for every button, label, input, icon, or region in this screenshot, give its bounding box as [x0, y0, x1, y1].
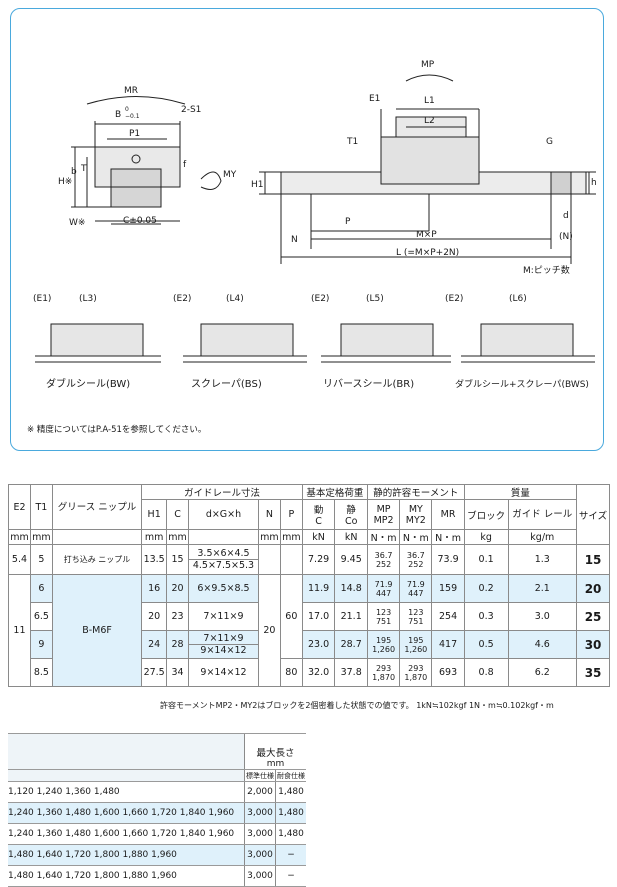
list-item: 1,240 1,360 1,480 1,600 1,660 1,720 1,84… — [8, 823, 306, 845]
group-moment: 静的許容モーメント — [366, 484, 465, 500]
l-formula-label: L (=M×P+2N) — [396, 248, 459, 258]
n-label: N — [291, 235, 298, 245]
svg-text:−0.1: −0.1 — [125, 113, 140, 120]
variant-name: リバースシール(BR) — [323, 378, 414, 390]
p-label: P — [345, 217, 351, 227]
svg-text:(E2): (E2) — [445, 294, 463, 304]
my-label: MY — [223, 170, 237, 180]
bsmall-label: b — [71, 167, 77, 177]
side-view-labels: MP E1 L1 L2 T1 H1 G h d N P M×P L (=M×P+… — [251, 60, 597, 276]
h1-label: H1 — [251, 180, 264, 190]
b-label: B — [115, 110, 121, 120]
list-item: 1,480 1,640 1,720 1,800 1,880 1,960 3,00… — [8, 865, 306, 887]
table-row: 11 6 B-M6F 16 20 6×9.5×8.5 20 60 11.9 14… — [8, 574, 610, 687]
g-label: G — [546, 137, 553, 147]
s1-label: 2-S1 — [181, 105, 201, 115]
svg-text:(L3): (L3) — [79, 294, 97, 304]
mr-label: MR — [124, 86, 138, 96]
list-item: 1,120 1,240 1,360 1,480 2,000 1,480 — [8, 781, 306, 803]
dimension-drawing: MR B 0 −0.1 2-S1 P1 T H※ b f MY W※ C±0.0… — [33, 60, 597, 390]
spec-footnote: 許容モーメントMP2・MY2はブロックを2個密着した状態での値です。 1kN≒1… — [160, 701, 554, 710]
svg-text:(L6): (L6) — [509, 294, 527, 304]
col-t1: T1 — [29, 484, 53, 530]
svg-text:(E1): (E1) — [33, 294, 51, 304]
spec-table: E2 T1 グリース ニップル ガイドレール寸法 基本定格荷重 静的許容モーメン… — [8, 484, 610, 687]
n-paren-label: (N) — [559, 232, 573, 242]
svg-text:(L5): (L5) — [366, 294, 384, 304]
mp-label: MP — [421, 60, 435, 70]
svg-text:(E2): (E2) — [173, 294, 191, 304]
m-pitch-label: M:ピッチ数 — [523, 264, 570, 276]
mxp-label: M×P — [416, 230, 437, 240]
e1-label: E1 — [369, 94, 380, 104]
p1-label: P1 — [129, 129, 140, 139]
group-rail: ガイドレール寸法 — [141, 484, 303, 500]
t1-label: T1 — [346, 137, 358, 147]
cross-section-labels: MR B 0 −0.1 2-S1 P1 T H※ b f MY W※ C±0.0… — [58, 86, 237, 228]
group-mass: 質量 — [463, 484, 578, 500]
list-item: 1,480 1,640 1,720 1,800 1,880 1,960 3,00… — [8, 844, 306, 866]
f-label: f — [183, 160, 187, 170]
length-header: 最大長さ — [256, 748, 295, 759]
cross-section-view — [71, 96, 222, 225]
svg-text:(E2): (E2) — [311, 294, 329, 304]
variant-name: ダブルシール(BW) — [46, 377, 130, 390]
d-label: d — [563, 211, 569, 221]
variant-br: (E2) (L5) リバースシール(BR) — [311, 294, 451, 390]
length-table: 最大長さ mm 標準仕様 耐食仕様 1,120 1,240 1,360 1,48… — [8, 733, 306, 887]
col-e2: E2 — [8, 484, 31, 530]
seal-variants: (E1) (L3) ダブルシール(BW) (E2) (L4) スクレーパ(BS)… — [33, 294, 595, 390]
group-load: 基本定格荷重 — [301, 484, 368, 500]
h-label: h — [591, 178, 597, 188]
h-star-label: H※ — [58, 177, 72, 187]
accuracy-note: ※ 精度についてはP.A-51を参照してください。 — [27, 425, 207, 435]
variant-bws: (E2) (L6) ダブルシール+スクレーパ(BWS) — [445, 294, 595, 390]
col-grease: グリース ニップル — [51, 484, 143, 530]
col-size: サイズ — [576, 484, 610, 545]
l2-label: L2 — [424, 116, 435, 126]
side-view — [259, 74, 596, 264]
drawing-panel: MR B 0 −0.1 2-S1 P1 T H※ b f MY W※ C±0.0… — [10, 8, 604, 451]
variant-name: スクレーパ(BS) — [191, 378, 262, 390]
svg-text:0: 0 — [125, 106, 129, 113]
t-label: T — [80, 164, 87, 174]
w-star-label: W※ — [69, 218, 85, 228]
variant-bs: (E2) (L4) スクレーパ(BS) — [173, 294, 307, 390]
variant-bw: (E1) (L3) ダブルシール(BW) — [33, 294, 161, 390]
svg-text:(L4): (L4) — [226, 294, 244, 304]
c-tol-label: C±0.05 — [123, 216, 157, 226]
list-item: 1,240 1,360 1,480 1,600 1,660 1,720 1,84… — [8, 802, 306, 824]
variant-name: ダブルシール+スクレーパ(BWS) — [455, 378, 589, 390]
l1-label: L1 — [424, 96, 435, 106]
